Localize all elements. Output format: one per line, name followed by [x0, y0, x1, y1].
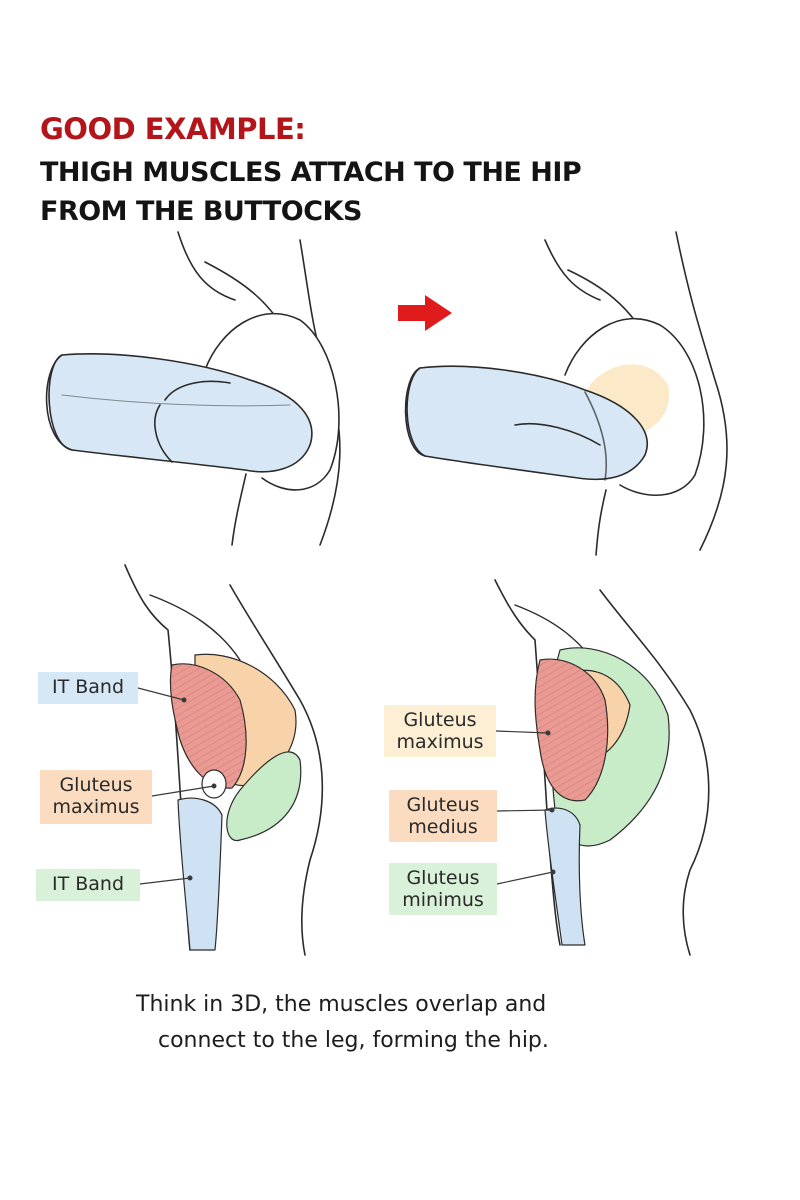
- label-it-band-bottom-text: IT Band: [51, 873, 125, 895]
- right-arrow-icon: [398, 295, 452, 331]
- title-line-2: FROM THE BUTTOCKS: [40, 196, 362, 227]
- label-text-line: Gluteus: [406, 867, 480, 889]
- caption-line-2: connect to the leg, forming the hip.: [158, 1028, 549, 1053]
- label-gluteus-maximus-right: Gluteus maximus: [384, 705, 496, 757]
- title-line-1: THIGH MUSCLES ATTACH TO THE HIP: [40, 157, 582, 188]
- caption-line-1: Think in 3D, the muscles overlap and: [136, 992, 547, 1017]
- label-gluteus-maximus-left: Gluteus maximus: [40, 770, 152, 824]
- label-text-line: medius: [408, 816, 478, 838]
- panel-thigh-basic: [45, 231, 341, 546]
- label-gluteus-minimus: Gluteus minimus: [389, 863, 497, 915]
- label-text-line: maximus: [396, 731, 484, 753]
- label-gluteus-medius: Gluteus medius: [389, 790, 497, 842]
- label-text-line: maximus: [52, 796, 140, 818]
- label-it-band-top-text: IT Band: [51, 676, 125, 698]
- label-text-line: Gluteus: [403, 709, 477, 731]
- example-label: GOOD EXAMPLE:: [40, 112, 306, 146]
- panel-thigh-connected: [404, 231, 728, 556]
- panel-muscles-left: [124, 564, 324, 956]
- label-text-line: minimus: [402, 889, 484, 911]
- label-it-band-bottom: IT Band: [36, 869, 140, 901]
- panel-muscles-right: [494, 579, 710, 956]
- label-it-band-top: IT Band: [38, 672, 138, 704]
- label-text-line: Gluteus: [406, 794, 480, 816]
- label-text-line: Gluteus: [59, 774, 133, 796]
